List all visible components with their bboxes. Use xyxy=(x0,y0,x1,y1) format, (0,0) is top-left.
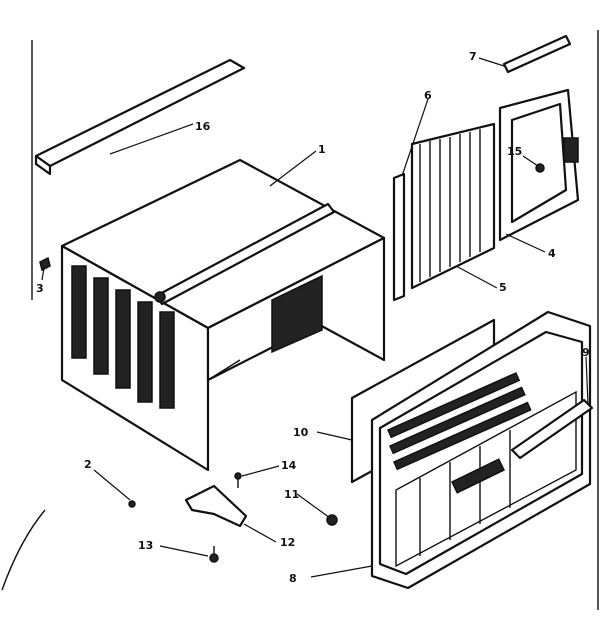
part-9-handle xyxy=(510,398,594,460)
callout-12: 12 xyxy=(280,536,295,549)
cabinet-louvres xyxy=(71,265,175,409)
callout-14: 14 xyxy=(281,459,297,472)
callout-4: 4 xyxy=(548,247,556,260)
callout-6: 6 xyxy=(424,89,432,102)
callout-1: 1 xyxy=(318,143,326,156)
part-6-side-strip xyxy=(392,172,406,302)
part-2-screw xyxy=(128,500,136,508)
callout-labels: 1 2 3 4 5 6 7 8 9 10 11 12 13 14 15 16 xyxy=(36,50,590,585)
callout-10: 10 xyxy=(293,426,309,439)
part-16-top-rail xyxy=(34,58,246,176)
part-8-front-grille xyxy=(370,310,592,590)
page-edge-line xyxy=(1,509,46,591)
part-3-clip xyxy=(39,256,51,272)
part-13-screw xyxy=(209,546,219,563)
part-5-filter xyxy=(410,122,496,290)
callout-11: 11 xyxy=(284,488,299,501)
callout-5: 5 xyxy=(499,281,507,294)
callout-2: 2 xyxy=(84,458,92,471)
callout-8: 8 xyxy=(289,572,297,585)
part-12-bracket xyxy=(184,484,248,528)
callout-9: 9 xyxy=(582,346,590,359)
callout-15: 15 xyxy=(507,145,522,158)
callout-7: 7 xyxy=(469,50,477,63)
callout-3: 3 xyxy=(36,282,44,295)
callout-13: 13 xyxy=(138,539,153,552)
callout-16: 16 xyxy=(195,120,211,133)
part-1-cabinet xyxy=(60,158,386,472)
part-14-screw xyxy=(234,472,242,488)
leader-lines xyxy=(41,57,589,578)
part-7-short-rail xyxy=(502,34,572,74)
